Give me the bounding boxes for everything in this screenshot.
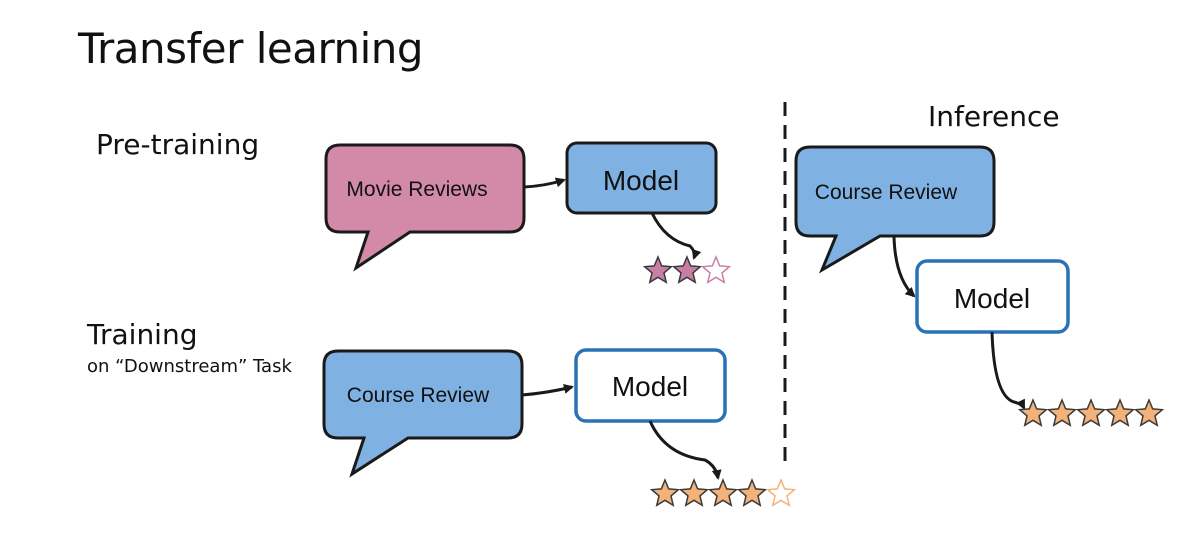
course-review-inference-text: Course Review [815, 181, 958, 204]
training-model-box: Model [574, 348, 727, 423]
training-rating [649, 478, 797, 507]
arrow-model-to-rating-inference [990, 331, 1026, 410]
training-label: Training [87, 318, 198, 351]
inference-model-text: Model [954, 283, 1030, 314]
arrow-course-to-model-inference [892, 235, 916, 298]
inference-star-filled [1104, 398, 1136, 427]
course-review-bubble-inference: Course Review [794, 145, 996, 274]
pretraining-star-filled [642, 255, 674, 284]
course-review-training-text: Course Review [347, 384, 490, 407]
inference-star-filled [1046, 398, 1078, 427]
pretraining-rating [642, 255, 732, 284]
arrow-course-to-model-training [521, 384, 574, 397]
training-star-filled [736, 478, 768, 507]
inference-label: Inference [928, 100, 1060, 133]
arrow-model-to-rating-training [648, 420, 722, 480]
slide-title: Transfer learning [78, 24, 424, 73]
course-review-bubble-training: Course Review [322, 349, 524, 478]
training-star-filled [707, 478, 739, 507]
training-star-empty [765, 478, 797, 507]
pretraining-label: Pre-training [96, 128, 260, 161]
inference-star-filled [1133, 398, 1165, 427]
inference-star-filled [1075, 398, 1107, 427]
training-star-filled [649, 478, 681, 507]
arrow-model-to-rating-pretraining [650, 212, 702, 260]
arrow-movie-to-model [523, 177, 566, 189]
pretraining-model-text: Model [603, 165, 679, 196]
training-sublabel: on “Downstream” Task [87, 356, 292, 377]
movie-reviews-bubble: Movie Reviews [324, 143, 526, 272]
pretraining-star-filled [671, 255, 703, 284]
pretraining-model-box: Model [565, 141, 718, 215]
training-star-filled [678, 478, 710, 507]
inference-model-box: Model [915, 259, 1070, 334]
inference-star-filled [1017, 398, 1049, 427]
pretraining-star-empty [700, 255, 732, 284]
movie-reviews-text: Movie Reviews [346, 178, 487, 201]
inference-rating [1017, 398, 1165, 427]
training-model-text: Model [612, 371, 688, 402]
